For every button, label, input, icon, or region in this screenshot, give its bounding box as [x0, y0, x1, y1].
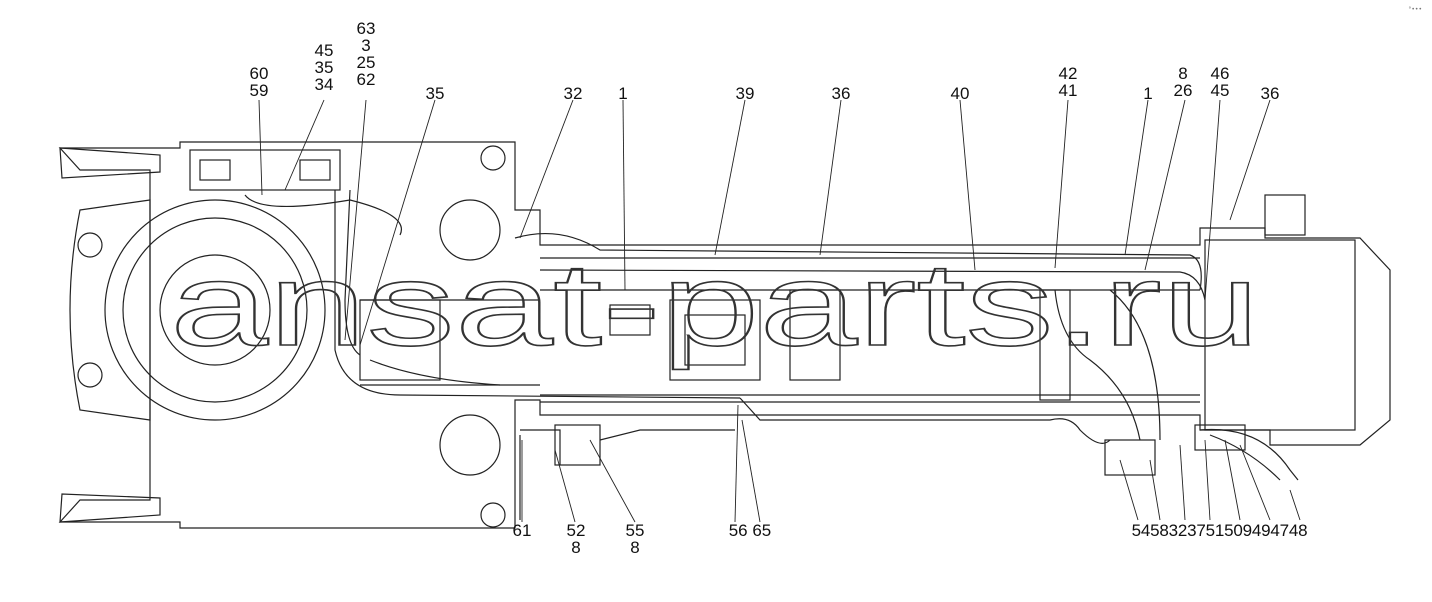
callout-bottom-right-group: 5458323751509494748 — [1131, 521, 1308, 540]
callout-56-65: 56 65 — [728, 521, 772, 540]
hose-left-loop — [244, 194, 402, 236]
callout-35: 35 — [425, 84, 445, 103]
callout-39: 39 — [735, 84, 755, 103]
leader-lines — [258, 99, 1301, 523]
callout-36-b: 36 — [1260, 84, 1280, 103]
engine-box — [1204, 239, 1356, 431]
callout-1-a: 1 — [618, 84, 628, 103]
left-rail-bottom — [59, 493, 161, 523]
callout-36-a: 36 — [831, 84, 851, 103]
valve-block-mid — [789, 289, 841, 381]
callout-1-b: 1 — [1143, 84, 1153, 103]
watermark: ansat-parts.ru — [170, 239, 1260, 371]
turntable — [104, 199, 326, 421]
left-rail — [59, 147, 161, 179]
callout-32: 32 — [563, 84, 583, 103]
hose-main-top2 — [539, 269, 1206, 301]
pump-group — [1104, 439, 1156, 476]
corner-mark: °••• — [1408, 6, 1422, 13]
valve-block-center — [669, 299, 761, 381]
callout-61: 61 — [512, 521, 532, 540]
top-plate — [189, 149, 341, 191]
callout-40: 40 — [950, 84, 970, 103]
valve-block-left — [359, 299, 441, 381]
hose-main-top — [514, 233, 1202, 291]
left-bracket — [69, 199, 151, 421]
